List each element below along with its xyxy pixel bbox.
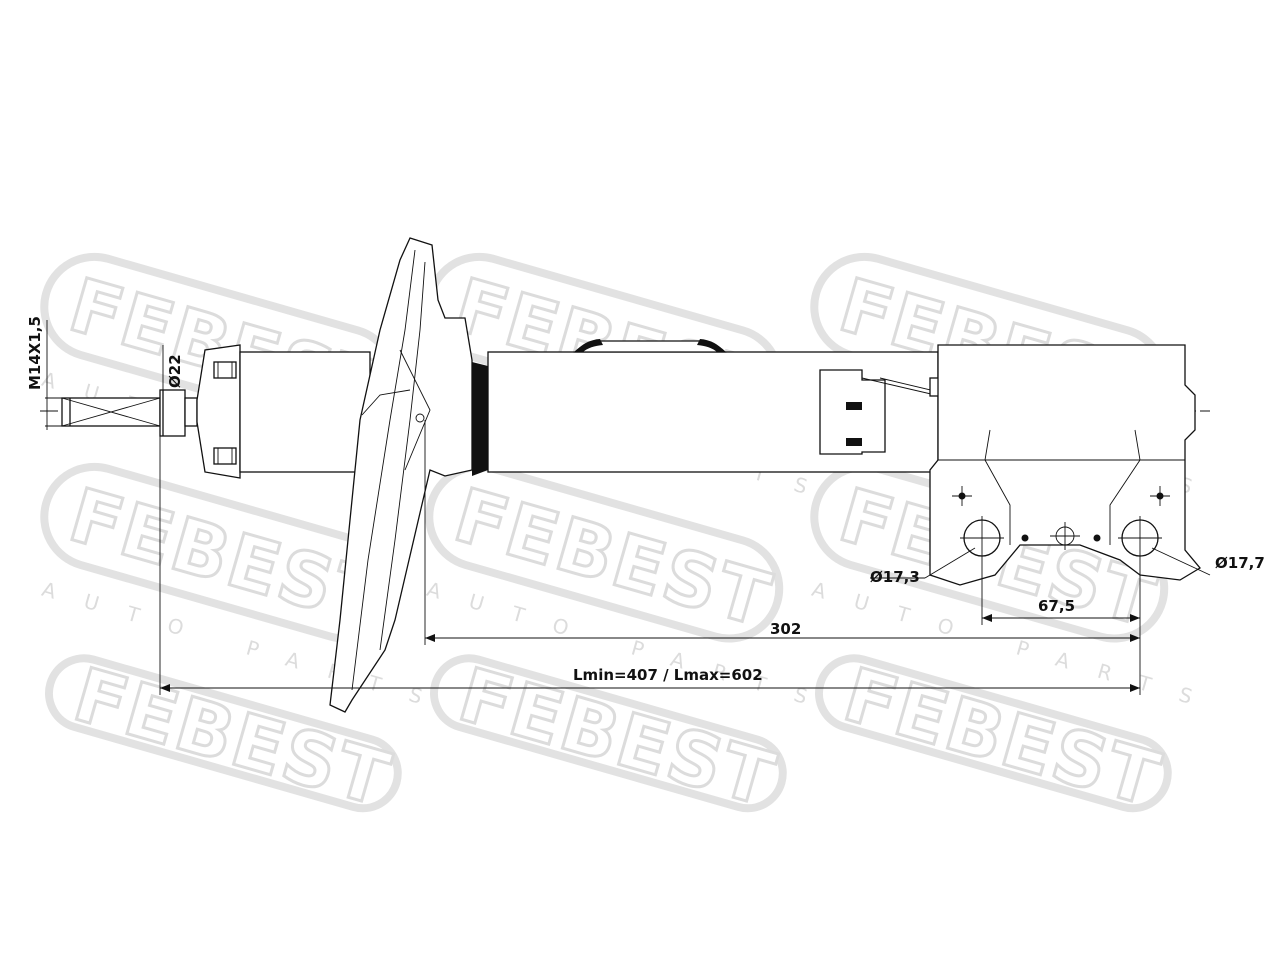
length-range-label: Lmin=407 / Lmax=602 <box>573 666 763 684</box>
dimension-lines <box>45 320 1211 695</box>
rod-diameter-label: Ø22 <box>166 354 184 388</box>
body-length-label: 302 <box>770 620 801 638</box>
knuckle-bracket <box>929 344 1201 586</box>
top-mount <box>196 344 371 479</box>
spring-plate <box>329 237 473 713</box>
threaded-rod <box>61 389 198 437</box>
bump-stop-band <box>472 362 488 476</box>
hole-right-label: Ø17,7 <box>1215 554 1265 572</box>
thread-label: M14X1,5 <box>26 316 44 390</box>
hole-spacing-label: 67,5 <box>1038 597 1075 615</box>
hole-left-label: Ø17,3 <box>870 568 920 586</box>
